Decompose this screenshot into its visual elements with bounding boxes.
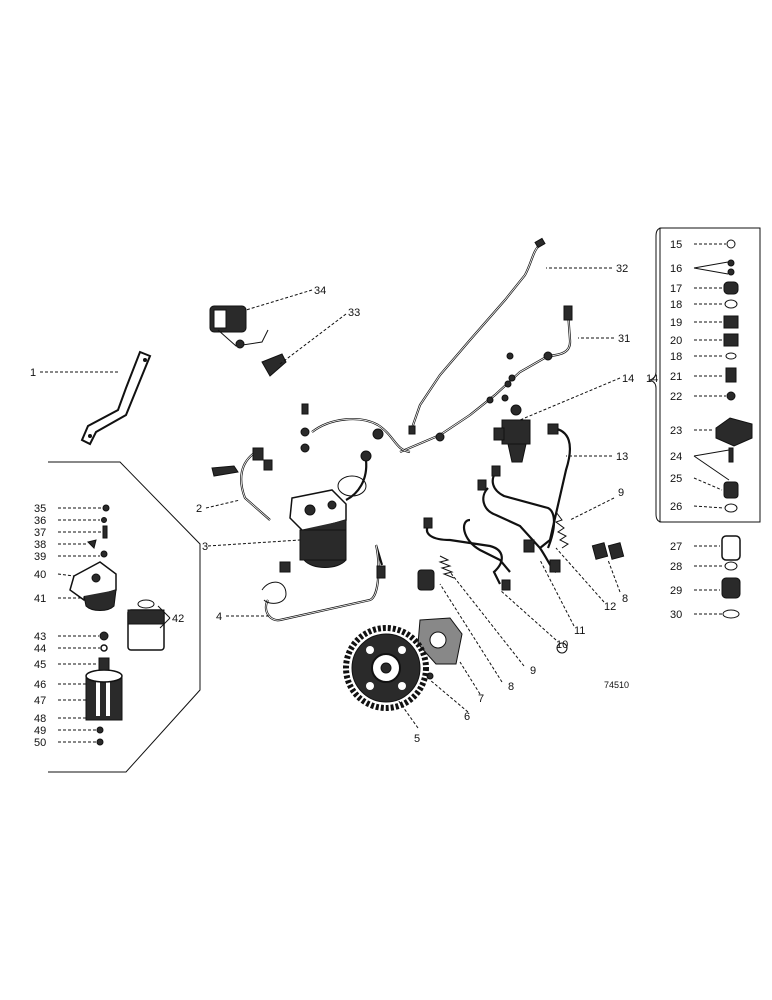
callout-6: 6 [464, 711, 470, 723]
small-parts-43-45 [98, 631, 110, 671]
callout-49: 49 [34, 725, 46, 737]
callout-34: 34 [314, 285, 326, 297]
callout-50: 50 [34, 737, 46, 749]
callout-7: 7 [478, 693, 484, 705]
leader-lines [40, 243, 730, 743]
callout-37: 37 [34, 527, 46, 539]
callout-3: 3 [202, 541, 208, 553]
callout-27: 27 [670, 541, 682, 553]
bracket-1 [80, 350, 152, 446]
callout-26: 26 [670, 501, 682, 513]
callout-48: 48 [34, 713, 46, 725]
small-parts-49-50 [96, 726, 104, 746]
gasket-7 [417, 617, 463, 665]
callout-8-right: 8 [622, 593, 628, 605]
callout-45: 45 [34, 659, 46, 671]
callout-20: 20 [670, 335, 682, 347]
callout-39: 39 [34, 551, 46, 563]
callout-8-bottom: 8 [508, 681, 514, 693]
callout-46: 46 [34, 679, 46, 691]
callout-41: 41 [34, 593, 46, 605]
callout-23: 23 [670, 425, 682, 437]
seal-8-left [417, 569, 435, 591]
callout-33: 33 [348, 307, 360, 319]
pump-parts-27-30 [721, 535, 741, 619]
spring-9-right [554, 511, 569, 549]
group-brace-14 [648, 227, 663, 523]
fuel-filter-3 [211, 447, 372, 568]
callout-29: 29 [670, 585, 682, 597]
callout-22: 22 [670, 391, 682, 403]
callout-25: 25 [670, 473, 682, 485]
fuel-pipe-filter-return [300, 403, 411, 454]
callout-19: 19 [670, 317, 682, 329]
bracket-33 [261, 353, 287, 377]
callout-18b: 18 [670, 351, 682, 363]
callout-11: 11 [574, 625, 585, 637]
callout-44: 44 [34, 643, 46, 655]
washers-8-right [591, 542, 625, 560]
fuel-pipe-32 [408, 237, 546, 435]
callout-31: 31 [618, 333, 630, 345]
callout-40: 40 [34, 569, 46, 581]
callout-43: 43 [34, 631, 46, 643]
spring-9-left [438, 555, 455, 579]
callout-24: 24 [670, 451, 682, 463]
callout-9-bottom: 9 [530, 665, 536, 677]
callout-17: 17 [670, 283, 682, 295]
fuel-pipe-31 [399, 305, 573, 454]
callout-42: 42 [172, 613, 184, 625]
injector-pipes [423, 423, 571, 591]
callout-35: 35 [34, 503, 46, 515]
callout-16: 16 [670, 263, 682, 275]
callout-14-pump: 14 [622, 373, 634, 385]
callout-21: 21 [670, 371, 682, 383]
callout-1: 1 [30, 367, 36, 379]
callout-5: 5 [414, 733, 420, 745]
callout-28: 28 [670, 561, 682, 573]
filter-breakdown-bracket [48, 461, 201, 773]
reference-code: 74510 [604, 680, 629, 690]
callout-38: 38 [34, 539, 46, 551]
callout-30: 30 [670, 609, 682, 621]
fuel-pipe-4 [261, 544, 386, 622]
filter-element-47 [85, 669, 123, 721]
pump-breakdown-bracket [659, 227, 761, 523]
callout-9-right: 9 [618, 487, 624, 499]
pump-parts-column [715, 239, 753, 513]
callout-13: 13 [616, 451, 628, 463]
injection-pump-14 [493, 352, 531, 463]
callout-15: 15 [670, 239, 682, 251]
callout-4: 4 [216, 611, 222, 623]
solenoid-34 [209, 305, 269, 349]
callout-32: 32 [616, 263, 628, 275]
callout-47: 47 [34, 695, 46, 707]
filter-bowl-42 [127, 599, 165, 651]
filter-head-40 [69, 561, 117, 611]
callout-36: 36 [34, 515, 46, 527]
drive-gear-5 [343, 625, 429, 711]
ring-10 [556, 642, 568, 654]
callout-2: 2 [196, 503, 202, 515]
callout-12: 12 [604, 601, 616, 613]
callout-18: 18 [670, 299, 682, 311]
callout-10: 10 [556, 639, 568, 651]
small-parts-35-39 [87, 504, 110, 558]
